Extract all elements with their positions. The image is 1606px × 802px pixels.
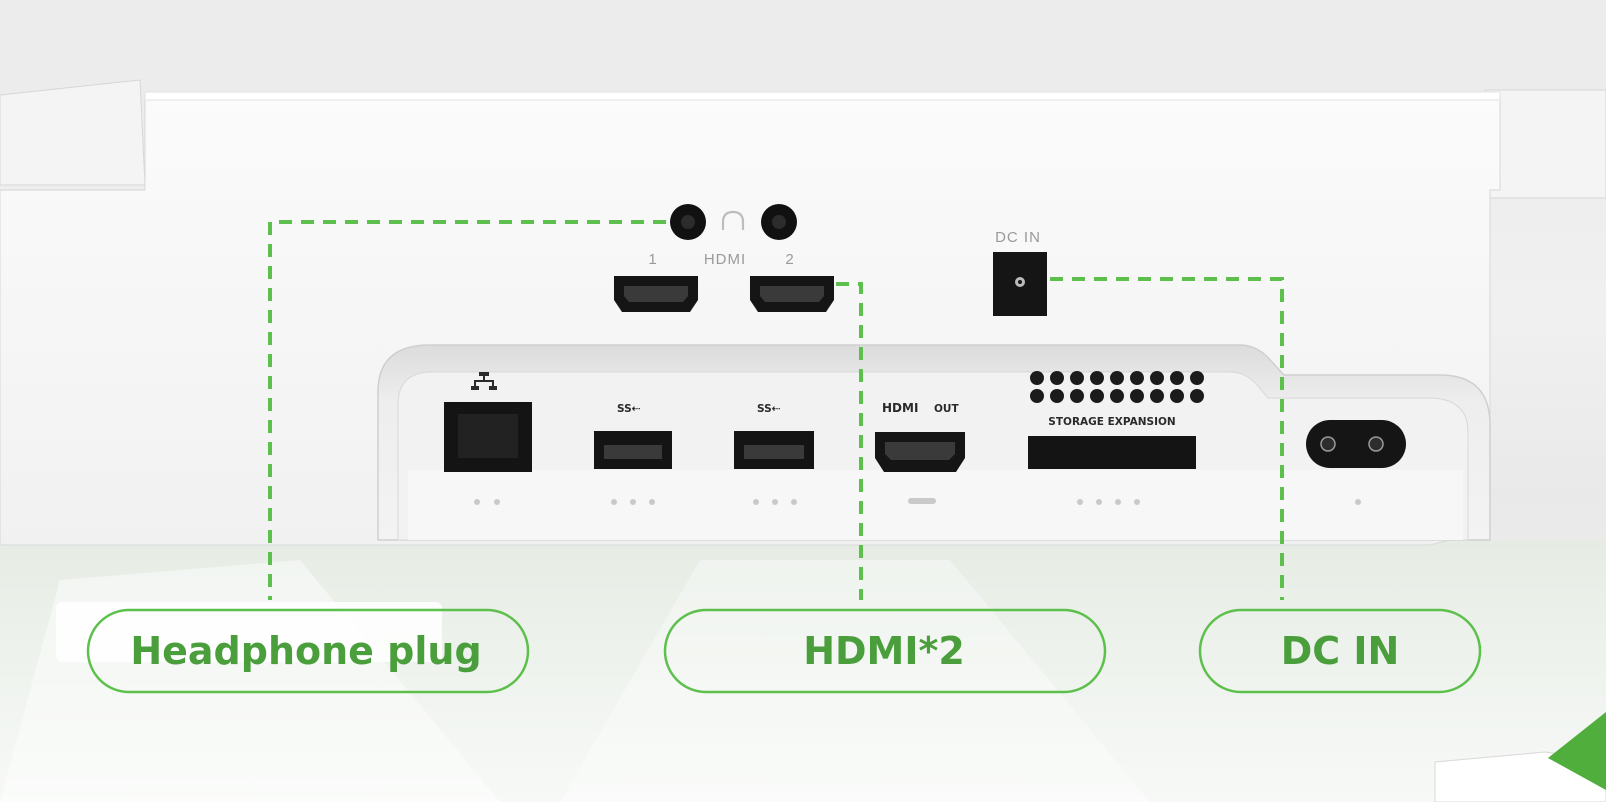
dc-in-port bbox=[993, 252, 1047, 316]
storage-expansion-label: STORAGE EXPANSION bbox=[1048, 416, 1175, 428]
vent-hole bbox=[1150, 371, 1164, 385]
right-rail bbox=[1484, 89, 1606, 199]
hdmi-out-logo: HDMI bbox=[882, 401, 918, 415]
vent-hole bbox=[1090, 371, 1104, 385]
headphone-callout-text: Headphone plug bbox=[130, 629, 481, 673]
dc-in-callout: DC IN bbox=[1198, 608, 1482, 694]
vent-hole bbox=[1110, 371, 1124, 385]
headphone-icon bbox=[721, 210, 745, 230]
indicator-dots bbox=[474, 498, 1361, 505]
corner-decoration bbox=[1434, 712, 1606, 802]
headphone-leader-line bbox=[268, 220, 666, 600]
vent-hole bbox=[1130, 371, 1144, 385]
usb-port-1 bbox=[594, 431, 672, 469]
usb-port-2 bbox=[734, 431, 814, 469]
hdmi-port-2 bbox=[750, 276, 834, 312]
vent-hole bbox=[1050, 371, 1064, 385]
vent-hole bbox=[1190, 371, 1204, 385]
ethernet-port bbox=[444, 402, 532, 472]
power-socket bbox=[1306, 420, 1406, 468]
leader-lines bbox=[268, 220, 1284, 600]
hdmi-out-suffix: OUT bbox=[934, 403, 959, 415]
hdmi-port-1 bbox=[614, 276, 698, 312]
back-wall bbox=[0, 0, 1606, 95]
left-rail bbox=[0, 79, 146, 186]
hdmi-out-port bbox=[875, 432, 965, 472]
light-ray bbox=[560, 560, 1150, 802]
vent-hole bbox=[1190, 389, 1204, 403]
vent-hole bbox=[1030, 371, 1044, 385]
vent-hole bbox=[1170, 389, 1184, 403]
usb-logo-2: SS⇠ bbox=[757, 403, 781, 415]
hdmi-index-1-label: 1 bbox=[648, 251, 657, 268]
hdmi-callout: HDMI*2 bbox=[663, 608, 1107, 694]
ethernet-icon bbox=[471, 372, 497, 390]
vent-hole bbox=[1050, 389, 1064, 403]
dc-in-callout-text: DC IN bbox=[1281, 629, 1400, 673]
vent-hole bbox=[1070, 371, 1084, 385]
rear-panel-lip bbox=[408, 470, 1463, 540]
device-top-edge bbox=[144, 91, 1501, 101]
storage-expansion-slot bbox=[1028, 436, 1196, 469]
vent-hole bbox=[1150, 389, 1164, 403]
vent-hole bbox=[1170, 371, 1184, 385]
vent-hole bbox=[1030, 389, 1044, 403]
hdmi-leader-line bbox=[836, 282, 863, 600]
hdmi-callout-text: HDMI*2 bbox=[803, 629, 965, 673]
vent-hole bbox=[1090, 389, 1104, 403]
hdmi-center-label: HDMI bbox=[704, 251, 746, 268]
vent-grille bbox=[1030, 371, 1204, 403]
dc-in-port-label: DC IN bbox=[995, 229, 1041, 246]
vent-hole bbox=[1130, 389, 1144, 403]
hdmi-index-2-label: 2 bbox=[785, 251, 794, 268]
headphone-callout: Headphone plug bbox=[86, 608, 530, 694]
vent-hole bbox=[1070, 389, 1084, 403]
usb-logo-1: SS⇠ bbox=[617, 403, 641, 415]
dc-in-leader-line bbox=[1050, 277, 1284, 600]
vent-hole bbox=[1110, 389, 1124, 403]
floor bbox=[0, 540, 1606, 802]
